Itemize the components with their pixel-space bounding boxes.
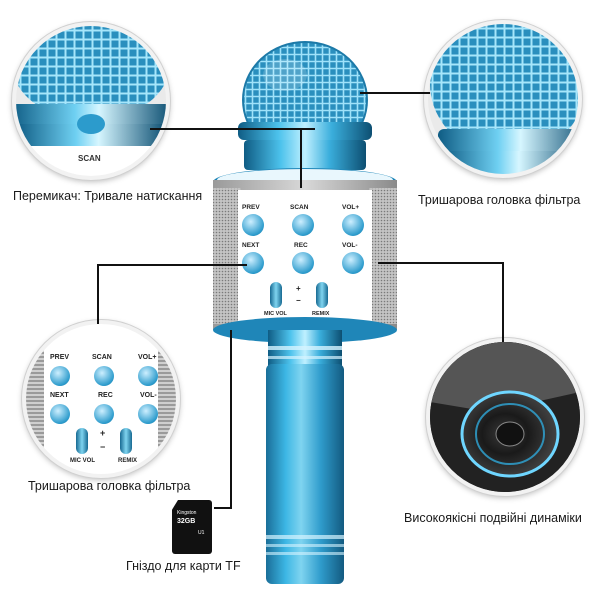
zoom-next-button[interactable] (50, 404, 70, 424)
caption-tf-slot: Гніздо для карти TF (126, 559, 241, 573)
connector-scan-drop (300, 128, 302, 188)
zoom-remix-label: REMIX (118, 458, 138, 464)
connector-panel-vert (97, 264, 99, 324)
connector-filter-head (360, 92, 430, 94)
connector-speaker-vert (502, 262, 504, 342)
main-minus-label: − (296, 296, 301, 305)
zoom-next-label: NEXT (50, 392, 69, 399)
zoom-rec-label: REC (98, 392, 113, 399)
tf-card: Kingston 32GB U1 (172, 500, 212, 554)
connector-speaker-horiz (378, 262, 503, 264)
main-prev-button[interactable] (242, 214, 264, 236)
zoom-control-panel: PREV SCAN VOL+ NEXT REC VOL- + − MIC VOL… (22, 320, 180, 478)
zoom-speaker-illustration (430, 342, 580, 492)
zoom-prev-label: PREV (50, 354, 70, 361)
caption-speakers: Високоякісні подвійні динаміки (404, 511, 582, 525)
zoom-vol-plus-button[interactable] (138, 366, 158, 386)
caption-filter-head-top: Тришарова головка фільтра (418, 193, 581, 207)
tf-card-class: U1 (198, 530, 205, 536)
caption-switch: Перемикач: Тривале натискання (13, 189, 203, 203)
zoom-minus-label: − (100, 442, 106, 452)
main-vol-plus-button[interactable] (342, 214, 364, 236)
main-next-label: NEXT (242, 242, 260, 249)
zoom-panel-right-speaker (158, 324, 176, 474)
main-scan-label: SCAN (290, 204, 309, 211)
main-control-panel: PREV SCAN VOL+ NEXT REC VOL- + − MIC VOL… (238, 190, 372, 324)
main-mic-vol-rocker[interactable] (270, 282, 282, 308)
main-vol-plus-label: VOL+ (342, 204, 360, 211)
zoom-mic-vol-label: MIC VOL (70, 458, 95, 464)
main-remix-label: REMIX (312, 311, 330, 317)
main-prev-label: PREV (242, 204, 260, 211)
zoom-plus-label: + (100, 428, 106, 438)
main-remix-rocker[interactable] (316, 282, 328, 308)
main-plus-label: + (296, 284, 301, 293)
zoom-filter-head (424, 20, 582, 178)
main-scan-button[interactable] (292, 214, 314, 236)
zoom-remix-rocker[interactable] (120, 428, 132, 454)
zoom-scan-label-panel: SCAN (92, 354, 112, 361)
main-next-button[interactable] (242, 252, 264, 274)
zoom-scan-button[interactable] (94, 366, 114, 386)
connector-panel-horiz (97, 264, 247, 266)
zoom-rec-button[interactable] (94, 404, 114, 424)
main-vol-minus-label: VOL- (342, 242, 358, 249)
main-rec-label: REC (294, 242, 308, 249)
caption-filter-head-bottom: Тришарова головка фільтра (28, 479, 191, 493)
zoom-mic-vol-rocker[interactable] (76, 428, 88, 454)
zoom-panel-left-speaker (26, 324, 44, 474)
main-rec-button[interactable] (292, 252, 314, 274)
connector-scan (150, 128, 315, 130)
connector-tf-vert (230, 330, 232, 508)
zoom-filter-head-illustration (430, 24, 578, 174)
zoom-prev-button[interactable] (50, 366, 70, 386)
zoom-vol-minus-button[interactable] (138, 404, 158, 424)
main-vol-minus-button[interactable] (342, 252, 364, 274)
main-mic-vol-label: MIC VOL (264, 311, 287, 317)
connector-tf-horiz (214, 507, 232, 509)
tf-card-brand: Kingston (177, 510, 197, 516)
tf-card-capacity: 32GB (177, 518, 196, 525)
zoom-vol-plus-label: VOL+ (138, 354, 157, 361)
zoom-scan-label: SCAN (78, 154, 101, 163)
zoom-speakers (426, 338, 584, 496)
zoom-vol-minus-label: VOL- (140, 392, 157, 399)
zoom-scan-switch: SCAN (12, 22, 170, 180)
